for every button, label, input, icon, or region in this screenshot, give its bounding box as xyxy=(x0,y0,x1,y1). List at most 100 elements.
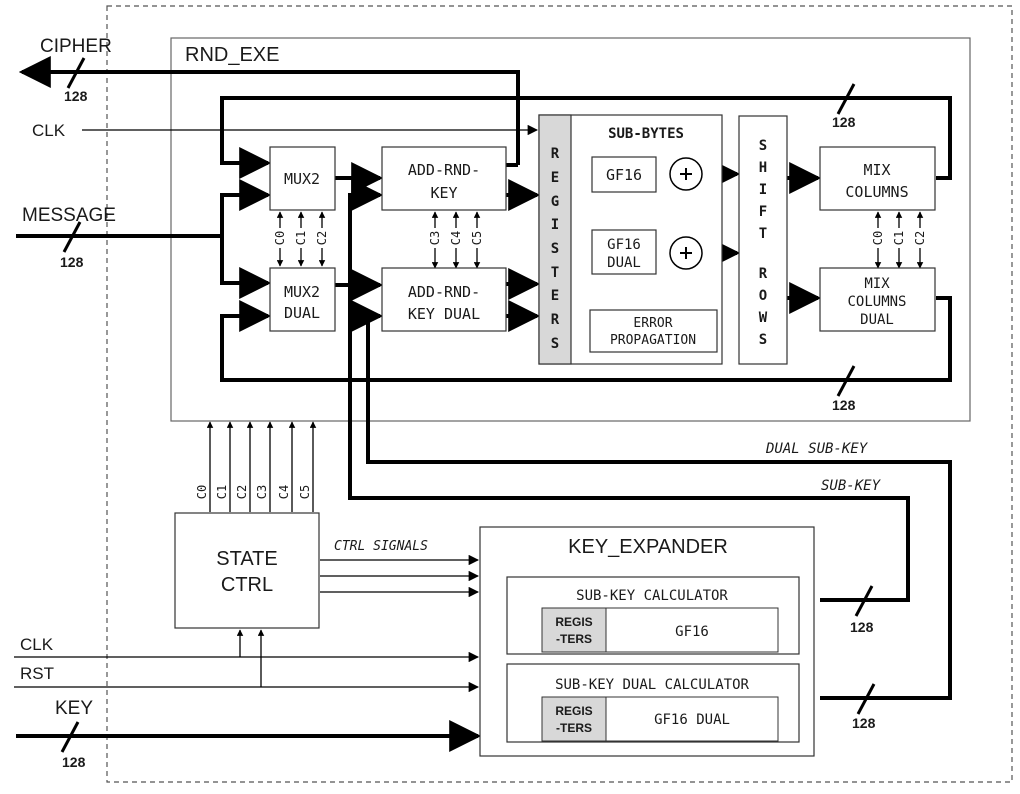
shift-rows-letter: O xyxy=(759,288,767,304)
mux2-dual-label-1: MUX2 xyxy=(284,283,320,301)
mux2-label: MUX2 xyxy=(284,170,320,188)
mux2-block xyxy=(269,146,336,211)
mux2-dual-label-2: DUAL xyxy=(284,304,320,322)
state-ctrl-output: C2 xyxy=(235,485,249,499)
registers-letter: R xyxy=(551,146,560,162)
sub-key-registers-label-1: REGIS xyxy=(555,615,592,629)
ctrl-label-mux: C1 xyxy=(294,231,308,245)
add-rnd-key-dual-block xyxy=(381,267,507,332)
bus-width-bottom-feedback: 128 xyxy=(832,397,856,413)
sub-key-dual-gf16 xyxy=(605,696,779,742)
sub-bytes-label: SUB-BYTES xyxy=(608,126,684,142)
key-label: KEY xyxy=(55,698,93,719)
cipher-label: CIPHER xyxy=(40,36,112,57)
add-rnd-key-block xyxy=(381,146,507,211)
sub-key-registers xyxy=(541,607,607,653)
bottom-feedback-wire xyxy=(220,296,952,382)
state-ctrl-output: C4 xyxy=(277,485,291,499)
registers-column xyxy=(538,114,572,365)
bus-width-top-feedback: 128 xyxy=(832,114,856,130)
mux2-dual-block xyxy=(269,267,336,332)
shift-rows-letter: W xyxy=(759,310,768,326)
mix-columns-label-1: MIX xyxy=(863,161,890,179)
dual-sub-key-label: DUAL SUB-KEY xyxy=(765,441,869,457)
registers-letter: T xyxy=(551,265,559,281)
shift-rows-label: S H I F T R O W S xyxy=(759,138,768,348)
bus-width-sub-key: 128 xyxy=(850,619,874,635)
rnd-exe-block xyxy=(170,37,971,422)
registers-letter: G xyxy=(551,194,559,210)
gf16-label: GF16 xyxy=(606,166,642,184)
bus-width-labels: 128 128 128 128 128 128 128 xyxy=(60,88,876,770)
add-rnd-key-dual-label-2: KEY DUAL xyxy=(408,305,480,323)
registers-letter: I xyxy=(551,217,559,233)
registers-label: R E G I S T E R S xyxy=(551,146,560,352)
ctrl-label-mux: C2 xyxy=(315,231,329,245)
cipher-output-wire xyxy=(18,56,520,165)
mix-columns-dual-label-1: MIX xyxy=(864,276,890,292)
bus-width-cipher: 128 xyxy=(64,88,88,104)
message-to-mux2-dual xyxy=(220,236,272,299)
dual-sub-key-wire xyxy=(351,300,952,700)
shift-rows-letter: S xyxy=(759,332,767,348)
gf16-dual-label-1: GF16 xyxy=(607,237,641,253)
state-ctrl-label-2: CTRL xyxy=(221,574,273,596)
bus-slashes xyxy=(60,57,876,753)
ctrl-label-add: C4 xyxy=(449,231,463,245)
shift-rows-block xyxy=(738,115,788,365)
registers-letter: R xyxy=(551,312,560,328)
state-ctrl-label-1: STATE xyxy=(216,548,277,570)
add-rnd-key-label-2: KEY xyxy=(430,184,457,202)
shift-rows-letter: H xyxy=(759,160,767,176)
rnd-exe-title: RND_EXE xyxy=(185,44,279,66)
control-paths xyxy=(14,124,924,693)
state-ctrl-output: C1 xyxy=(215,485,229,499)
shift-rows-letter: I xyxy=(759,182,767,198)
mix-columns-block xyxy=(819,146,936,211)
key-expander-title: KEY_EXPANDER xyxy=(568,536,728,558)
mix-columns-label-2: COLUMNS xyxy=(845,183,908,201)
ctrl-label-mix: C1 xyxy=(892,231,906,245)
add-rnd-key-label-1: ADD-RND- xyxy=(408,161,480,179)
state-ctrl-block xyxy=(174,512,320,629)
sub-key-gf16 xyxy=(605,607,779,653)
gf16-dual-block xyxy=(591,229,657,275)
ctrl-label-add: C3 xyxy=(428,231,442,245)
shift-rows-letter: T xyxy=(759,226,767,242)
top-feedback-wire xyxy=(220,96,952,180)
mix-columns-dual-label-3: DUAL xyxy=(860,312,894,328)
sub-key-registers-label-2: -TERS xyxy=(556,632,592,646)
ctrl-label-mux: C0 xyxy=(273,231,287,245)
ctrl-label-mix: C0 xyxy=(871,231,885,245)
gf16-block xyxy=(591,156,657,193)
sub-key-dual-registers xyxy=(541,696,607,742)
bus-width-message: 128 xyxy=(60,254,84,270)
message-to-mux2 xyxy=(220,179,272,236)
sub-key-dual-registers-label-2: -TERS xyxy=(556,721,592,735)
ctrl-label-add: C5 xyxy=(470,231,484,245)
registers-letter: S xyxy=(551,336,559,352)
sub-key-dual-gf16-label: GF16 DUAL xyxy=(654,712,730,728)
mix-columns-dual-block xyxy=(819,267,936,332)
sub-key-wire xyxy=(348,179,910,602)
sub-key-dual-calculator-label: SUB-KEY DUAL CALCULATOR xyxy=(555,677,749,693)
sub-key-label: SUB-KEY xyxy=(821,478,882,494)
bus-width-key: 128 xyxy=(62,754,86,770)
mix-columns-dual-label-2: COLUMNS xyxy=(847,294,906,310)
registers-letter: E xyxy=(551,170,559,186)
clk-top-label: CLK xyxy=(32,121,66,140)
sub-key-gf16-label: GF16 xyxy=(675,624,709,640)
registers-letter: E xyxy=(551,288,559,304)
clk-bottom-label: CLK xyxy=(20,635,54,654)
rst-label: RST xyxy=(20,664,54,683)
error-propagation-label-1: ERROR xyxy=(633,316,672,331)
ctrl-label-mix: C2 xyxy=(913,231,927,245)
error-propagation-label-2: PROPAGATION xyxy=(610,333,696,348)
shift-rows-letter: R xyxy=(759,266,768,282)
error-propagation-block xyxy=(589,309,718,353)
ctrl-signals-label: CTRL SIGNALS xyxy=(334,539,428,554)
chip-boundary xyxy=(106,5,1013,783)
gf16-dual-label-2: DUAL xyxy=(607,255,641,271)
state-ctrl-output: C3 xyxy=(255,485,269,499)
add-rnd-key-dual-label-1: ADD-RND- xyxy=(408,283,480,301)
